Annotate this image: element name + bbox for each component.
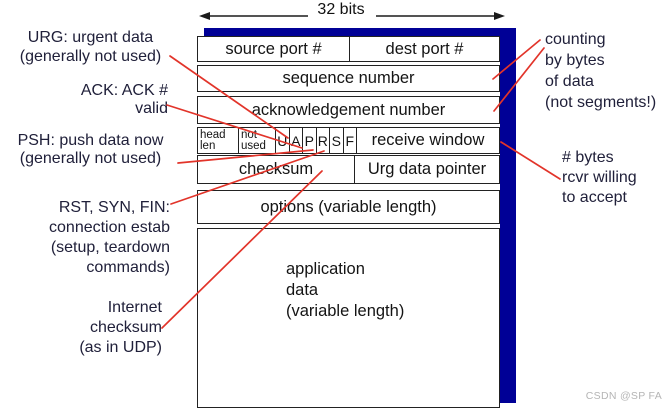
note-urg-line1: URG: urgent data [27,29,154,46]
acknowledgement-number-cell: acknowledgement number [251,100,446,119]
row-ports: source port # dest port # [197,36,500,62]
note-count-line2: by bytes [545,52,605,69]
note-ack: ACK: ACK # valid [0,82,168,118]
receive-window-cell: receive window [356,128,499,153]
note-ichk-line2: checksum [89,319,162,336]
note-count-line1: counting [545,31,606,48]
note-rst-line2: connection estab [49,219,170,236]
note-urg-line2: (generally not used) [19,48,162,65]
app-data-line2: data [286,281,319,299]
flag-urg-cell: U [275,128,289,153]
not-used-cell: not used [238,128,275,153]
tcp-header-table: source port # dest port # sequence numbe… [197,36,500,408]
note-rcvr-window: # bytes rcvr willing to accept [562,148,667,208]
width-caption: 32 bits [317,1,365,18]
note-psh: PSH: push data now (generally not used) [0,132,181,168]
not-used-line2: used [241,139,266,152]
head-len-cell: head len [198,128,238,153]
note-ichk-line3: (as in UDP) [79,339,162,356]
note-rst-line4: commands) [86,259,170,276]
application-data-cell: application data (variable length) [198,229,499,322]
note-rst-line3: (setup, teardown [50,239,170,256]
note-rst-syn-fin: RST, SYN, FIN: connection estab (setup, … [0,198,170,278]
note-rcvr-line1: # bytes [562,149,614,166]
row-acknowledgement: acknowledgement number [197,96,500,124]
watermark: CSDN @SP FA [585,390,662,402]
row-sequence: sequence number [197,65,500,92]
app-data-line1: application [286,260,365,278]
flag-syn-cell: S [329,128,343,153]
note-ichk-line1: Internet [107,299,162,316]
checksum-cell: checksum [238,160,314,178]
head-len-line1: head [200,128,226,141]
note-count-line3: of data [545,73,594,90]
note-counting-bytes: counting by bytes of data (not segments!… [545,29,667,113]
flag-rst-cell: R [315,128,330,153]
head-len-line2: len [200,139,216,152]
row-options: options (variable length) [197,190,500,224]
note-urg: URG: urgent data (generally not used) [0,28,181,66]
row-checksum: checksum Urg data pointer [197,155,500,184]
note-internet-checksum: Internet checksum (as in UDP) [0,298,162,358]
note-rcvr-line3: to accept [562,189,627,206]
options-cell: options (variable length) [260,197,437,216]
app-data-line3: (variable length) [286,302,405,320]
note-psh-line2: (generally not used) [19,150,162,167]
note-psh-line1: PSH: push data now [17,132,164,149]
not-used-line1: not [241,128,257,141]
source-port-cell: source port # [225,39,322,58]
note-ack-line2: valid [135,100,168,117]
note-count-line4: (not segments!) [545,94,657,111]
flag-ack-cell: A [288,128,303,153]
urg-data-pointer-cell: Urg data pointer [354,156,499,183]
sequence-number-cell: sequence number [282,69,415,87]
flag-psh-cell: P [302,128,316,153]
note-rst-line1: RST, SYN, FIN: [58,199,170,216]
flag-fin-cell: F [342,128,357,153]
row-application-data: application data (variable length) [197,228,500,408]
row-flags: head len not used U A P R S F receive wi… [197,127,500,154]
dest-port-cell: dest port # [349,37,499,61]
note-ack-line1: ACK: ACK # [80,82,168,99]
note-rcvr-line2: rcvr willing [562,169,637,186]
